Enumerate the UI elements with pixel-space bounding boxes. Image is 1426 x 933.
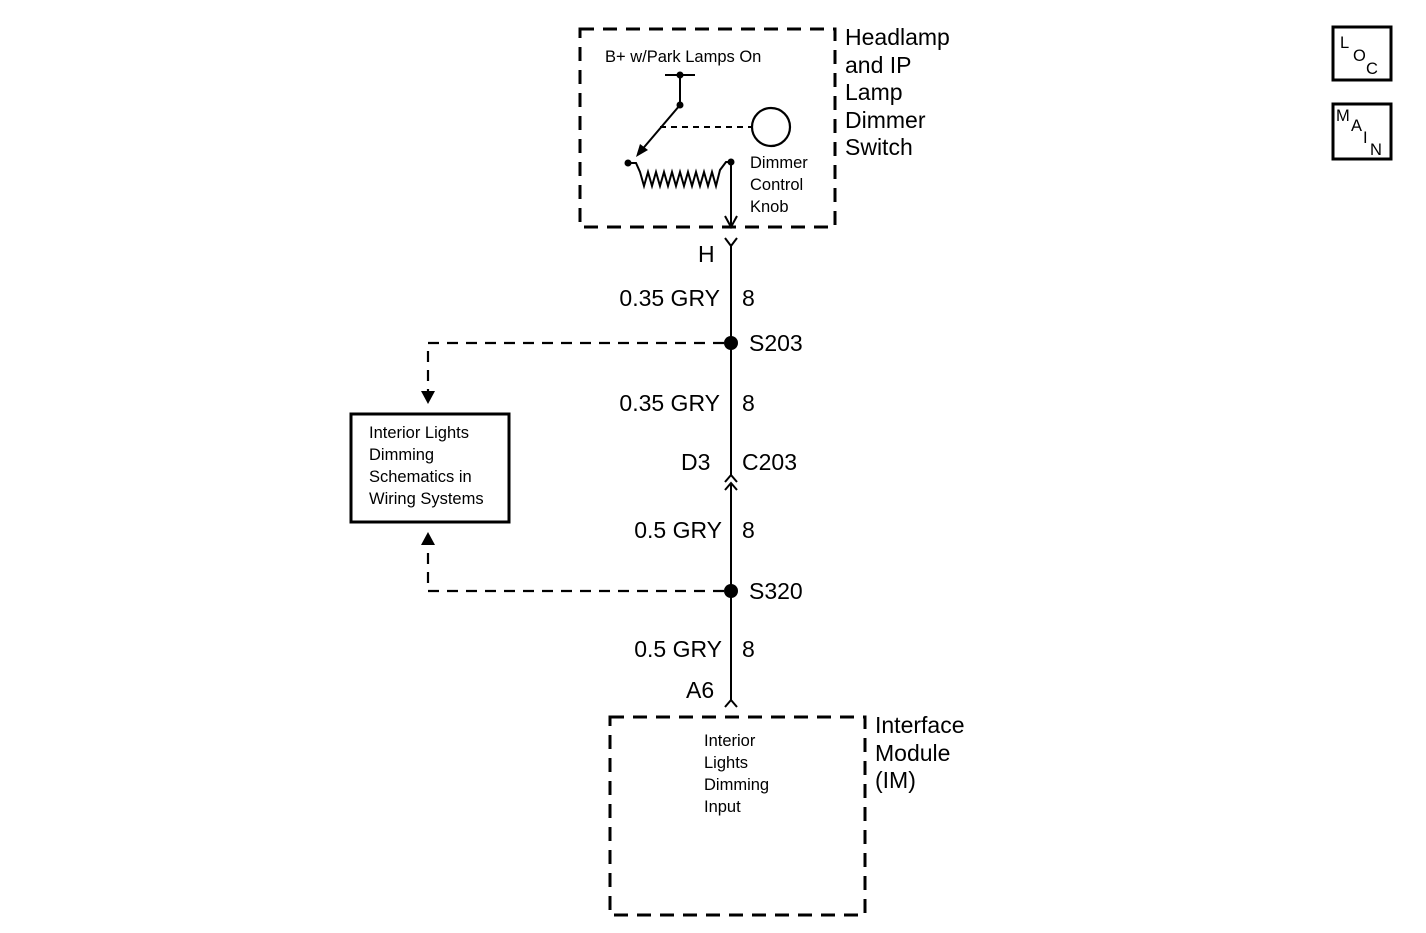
output-arrowhead-icon	[724, 215, 738, 230]
splice-s320-label: S320	[749, 578, 803, 604]
connector-c203-pin: D3	[681, 449, 710, 475]
wire-2-circuit: 8	[742, 390, 755, 416]
interface-module-dashed-boundary	[608, 715, 867, 917]
wire-3-circuit: 8	[742, 517, 755, 543]
wiper-arrowhead-icon	[636, 144, 648, 157]
wire-1-gauge-color: 0.35 GRY	[619, 285, 720, 311]
circuit-8-wire: H 0.35 GRY 8 S203 0.35 GRY 8 D3 C203 0.5…	[619, 237, 803, 708]
reference-link-upper	[426, 341, 724, 392]
dimmer-switch-component: B+ w/Park Lamps On Dimmer Control Knob H…	[578, 24, 956, 230]
wire-4-gauge-color: 0.5 GRY	[634, 636, 722, 662]
wire-2-gauge-color: 0.35 GRY	[619, 390, 720, 416]
interface-module-title: Interface Module (IM)	[875, 712, 971, 793]
loc-button-label: L O C	[1340, 34, 1378, 78]
wire-3-gauge-color: 0.5 GRY	[634, 517, 722, 543]
loc-button[interactable]: L O C	[1331, 25, 1393, 82]
connector-c203-name: C203	[742, 449, 797, 475]
reference-link-lower	[426, 545, 724, 593]
connector-a6-pin: A6	[686, 677, 714, 703]
wiper-arm	[639, 104, 681, 153]
supply-terminal	[676, 71, 684, 79]
resistor-icon	[628, 161, 731, 190]
main-button-label: M A I N	[1336, 107, 1382, 159]
connector-h-pin: H	[698, 241, 715, 267]
wire-1-circuit: 8	[742, 285, 755, 311]
reference-arrow-down-icon	[421, 391, 435, 404]
reference-box[interactable]	[349, 412, 511, 524]
knob-label: Dimmer Control Knob	[750, 154, 812, 216]
connector-a6-icon	[724, 698, 738, 708]
splice-s203-label: S203	[749, 330, 803, 356]
reference-schematic-link[interactable]: Interior Lights Dimming Schematics in Wi…	[349, 412, 511, 524]
wire-4-circuit: 8	[742, 636, 755, 662]
supply-label: B+ w/Park Lamps On	[605, 48, 761, 66]
reference-branch: Interior Lights Dimming Schematics in Wi…	[349, 341, 724, 593]
reference-arrow-up-icon	[421, 532, 435, 545]
dimmer-switch-dashed-boundary	[578, 27, 837, 229]
main-button[interactable]: M A I N	[1331, 102, 1393, 161]
reference-box-text: Interior Lights Dimming Schematics in Wi…	[369, 424, 484, 508]
connector-c203-icon	[724, 473, 738, 491]
interface-module-component: Interior Lights Dimming Input Interface …	[608, 712, 971, 917]
interface-module-input-label: Interior Lights Dimming Input	[704, 732, 774, 816]
dimmer-switch-title: Headlamp and IP Lamp Dimmer Switch	[845, 24, 956, 160]
dimmer-knob-icon[interactable]	[750, 106, 792, 148]
